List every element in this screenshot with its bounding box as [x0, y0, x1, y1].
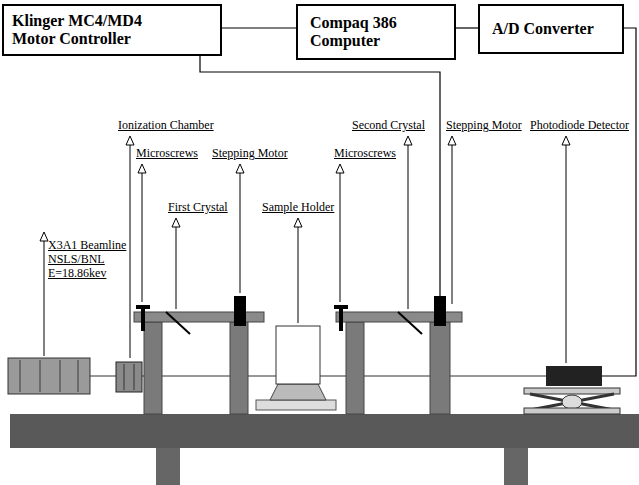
source-stripe: [39, 360, 41, 392]
second-crystal: [398, 312, 422, 334]
microscrew-head: [334, 305, 348, 309]
leader-line: [298, 227, 299, 323]
source-stripe: [59, 360, 61, 392]
leader-line: [408, 145, 409, 309]
table-leg: [504, 448, 528, 485]
support-post: [230, 322, 248, 414]
microscrew-shaft: [339, 309, 343, 331]
chamber-line: [124, 364, 125, 390]
photodiode-detector: [546, 366, 602, 386]
leader-arrowhead: [236, 164, 244, 173]
control-wire: [200, 56, 440, 296]
part-label: Microscrews: [136, 146, 198, 160]
sample-stand: [270, 384, 326, 400]
support-post: [144, 322, 162, 414]
sample-cylinder: [276, 326, 320, 384]
source-stripe: [77, 360, 79, 392]
table-leg: [156, 448, 180, 485]
part-label: Microscrews: [334, 146, 396, 160]
microscrew-head: [136, 305, 150, 309]
part-label: Stepping Motor: [212, 146, 288, 160]
leader-line: [176, 227, 177, 309]
lift-base: [524, 408, 620, 414]
part-label: Sample Holder: [262, 200, 334, 214]
leader-arrowhead: [336, 164, 344, 173]
part-label: Ionization Chamber: [118, 118, 214, 132]
part-label: First Crystal: [168, 200, 228, 214]
leader-line: [44, 241, 45, 356]
leader-line: [240, 173, 241, 293]
controller-box: Klinger MC4/MD4 Motor Controller: [2, 4, 222, 56]
part-label: Second Crystal: [352, 118, 425, 132]
lift-knob: [562, 395, 582, 409]
leader-arrowhead: [40, 232, 48, 241]
leader-line: [566, 145, 567, 363]
box-label: Compaq 386 Computer: [310, 14, 442, 50]
leader-arrowhead: [126, 136, 134, 145]
leader-arrowhead: [138, 164, 146, 173]
stepping-motor: [434, 296, 446, 326]
sample-base: [256, 400, 336, 410]
box-label: A/D Converter: [492, 20, 610, 38]
leader-arrowhead: [448, 136, 456, 145]
leader-line: [340, 173, 341, 302]
leader-arrowhead: [562, 136, 570, 145]
converter-box: A/D Converter: [478, 4, 624, 54]
leader-line: [130, 145, 131, 358]
computer-box: Compaq 386 Computer: [296, 4, 456, 60]
part-label: Photodiode Detector: [530, 118, 629, 132]
microscrew-shaft: [141, 309, 145, 331]
part-label: Stepping Motor: [446, 118, 522, 132]
support-post: [346, 322, 364, 414]
beamline-source: [8, 358, 90, 394]
connector-line: [222, 27, 296, 28]
ionization-chamber: [116, 362, 142, 392]
leader-arrowhead: [172, 218, 180, 227]
connector-line: [456, 27, 478, 28]
source-stripe: [19, 360, 21, 392]
part-label: X3A1 Beamline NSLS/BNL E=18.86kev: [48, 238, 128, 280]
box-label: Klinger MC4/MD4 Motor Controller: [12, 12, 170, 48]
leader-line: [142, 173, 143, 302]
lift-platform: [524, 388, 620, 394]
leader-line: [452, 145, 453, 304]
chamber-line: [134, 364, 135, 390]
support-post: [430, 322, 450, 414]
leader-arrowhead: [294, 218, 302, 227]
first-crystal: [166, 312, 190, 334]
stepping-motor: [234, 296, 246, 326]
leader-arrowhead: [404, 136, 412, 145]
signal-wire: [602, 28, 636, 376]
table-top: [10, 414, 639, 448]
